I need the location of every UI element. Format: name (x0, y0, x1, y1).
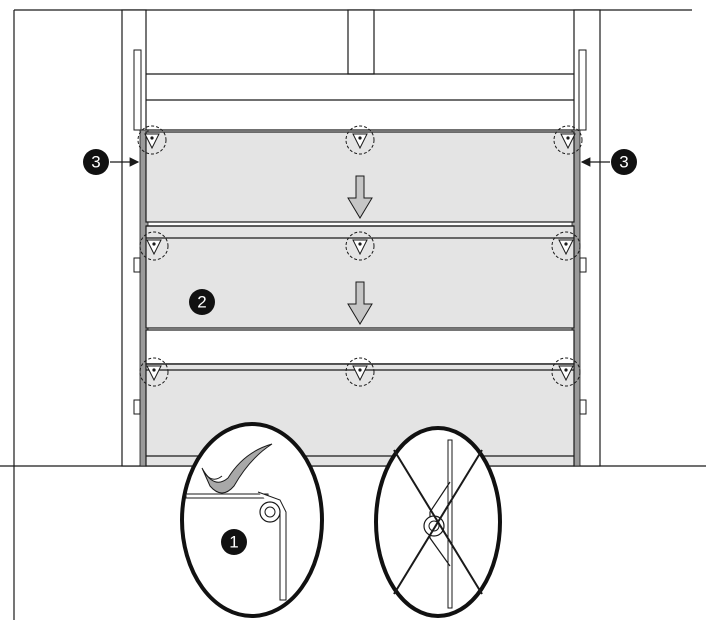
svg-text:1: 1 (229, 533, 238, 552)
crossed-hinge-icon (393, 439, 483, 609)
hinge-low-right (551, 357, 581, 387)
detail-wrong (374, 426, 502, 618)
down-arrow-icon (347, 281, 373, 325)
hinge-mid-right (551, 231, 581, 261)
hinge-top-center (345, 125, 375, 155)
hinge-markers (137, 125, 583, 387)
hinge-top-right (553, 125, 583, 155)
detail-correct: 1 (180, 422, 324, 618)
panel-gap (145, 329, 575, 365)
svg-text:2: 2 (197, 293, 206, 312)
hinge-top-left (137, 125, 167, 155)
step-badge-3-left: 3 (83, 149, 109, 175)
hinge-mid-center (345, 231, 375, 261)
check-hinge-icon (185, 443, 287, 601)
step-badge-3-right: 3 (611, 149, 637, 175)
hinge-low-left (139, 357, 169, 387)
wall-brackets (133, 49, 587, 415)
step-badge-2: 2 (189, 289, 215, 315)
hinge-low-center (345, 357, 375, 387)
svg-text:3: 3 (91, 153, 100, 172)
hinge-mid-left (139, 231, 169, 261)
svg-text:3: 3 (619, 153, 628, 172)
down-arrow-icon (347, 175, 373, 219)
